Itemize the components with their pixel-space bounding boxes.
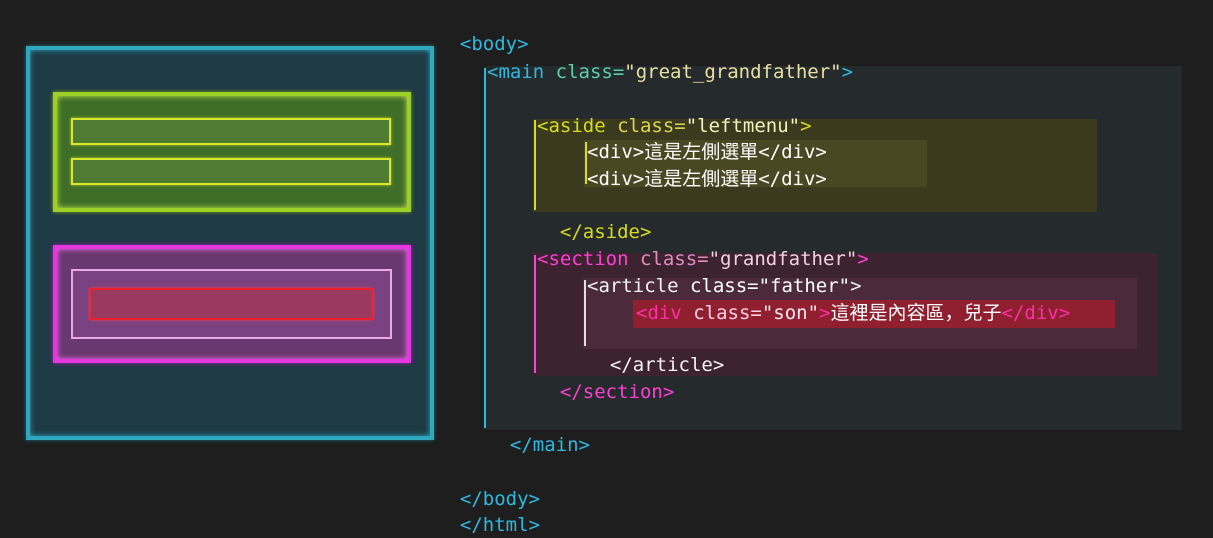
code-body-open: <body>	[437, 5, 529, 55]
code-body-close: </body>	[437, 460, 540, 510]
article-attr: class=	[689, 275, 759, 297]
son-div-value: "son"	[761, 302, 820, 324]
main-tag: <main	[487, 61, 556, 83]
son-div-text: 這裡是內容區，兒子	[830, 302, 1002, 324]
code-article-close: </article>	[587, 326, 724, 376]
code-section-close: </section>	[537, 353, 674, 403]
main-attr: class=	[555, 61, 625, 83]
article-close-tag: </article>	[609, 354, 725, 376]
son-div-attr: class=	[693, 302, 762, 324]
code-aside-div-1: <div>這是左側選單</div>	[587, 139, 827, 165]
aside-div-2-open: <div>	[587, 168, 645, 190]
code-article-open: <article class="father">	[587, 273, 862, 299]
guide-article	[584, 280, 586, 346]
code-main-open: <main class="great_grandfather">	[487, 59, 853, 85]
main-close-bracket: >	[841, 61, 854, 83]
aside-div-2-close: </div>	[758, 168, 827, 190]
aside-close-tag: </aside>	[559, 221, 652, 243]
code-section-open: <section class="grandfather">	[537, 246, 869, 272]
aside-div-1-close: </div>	[758, 141, 827, 163]
diagram-aside-div-1	[71, 118, 391, 145]
aside-div-1-text: 這是左側選單	[644, 141, 759, 163]
aside-div-1-open: <div>	[587, 141, 645, 163]
section-close-bracket: >	[857, 248, 869, 270]
code-son-div: <div class="son">這裡是內容區，兒子</div>	[636, 300, 1070, 326]
highlight-aside-divs	[584, 140, 927, 187]
diagram-son-box	[90, 288, 373, 320]
guide-section	[534, 255, 536, 373]
article-close-bracket: >	[850, 275, 862, 297]
aside-div-2-text: 這是左側選單	[644, 168, 759, 190]
main-value: "great_grandfather"	[624, 61, 842, 83]
article-tag: <article	[587, 275, 690, 297]
aside-tag: <aside	[537, 115, 618, 137]
aside-close-bracket: >	[800, 115, 812, 137]
body-open-tag: <body>	[459, 33, 529, 55]
code-aside-open: <aside class="leftmenu">	[537, 113, 812, 139]
diagram-aside-box	[53, 92, 411, 212]
aside-attr: class=	[617, 115, 686, 137]
code-main-close: </main>	[487, 406, 590, 456]
main-close-tag: </main>	[509, 434, 590, 456]
aside-value: "leftmenu"	[685, 115, 801, 137]
section-tag: <section	[537, 248, 640, 270]
code-aside-close: </aside>	[537, 193, 652, 243]
code-aside-div-2: <div>這是左側選單</div>	[587, 166, 827, 192]
section-close-tag: </section>	[559, 381, 675, 403]
guide-aside	[534, 120, 536, 210]
code-html-close: </html>	[437, 486, 540, 536]
guide-main	[484, 68, 486, 428]
son-div-end-tag: </div>	[1001, 302, 1071, 324]
section-value: "grandfather"	[708, 248, 858, 270]
diagram-aside-div-2	[71, 158, 391, 185]
body-close-tag: </body>	[459, 488, 540, 510]
html-close-tag: </html>	[459, 514, 540, 536]
highlight-son	[633, 300, 1115, 328]
guide-aside-divs	[585, 142, 587, 184]
section-attr: class=	[639, 248, 709, 270]
son-div-close-bracket: >	[819, 302, 831, 324]
son-div-tag: <div	[636, 302, 694, 324]
article-value: "father"	[758, 275, 851, 297]
